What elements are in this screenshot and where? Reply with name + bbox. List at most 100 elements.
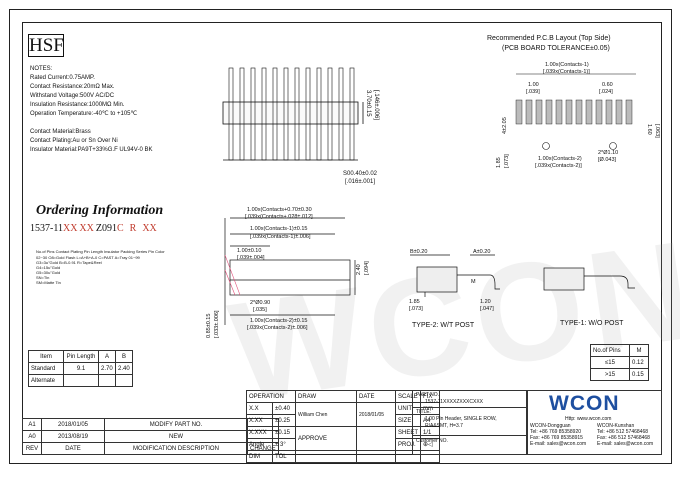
office-name: WCON-Dongguan bbox=[530, 423, 571, 429]
revision-table: A1 2018/01/05 MODIFY PART NO. A0 2013/08… bbox=[22, 418, 279, 455]
dim-label: [.073] bbox=[504, 154, 510, 168]
dim-label: [.035] bbox=[253, 307, 267, 313]
note-line: Withstand Voltage:500V AC/DC bbox=[30, 93, 115, 99]
pcb-subtitle: (PCB BOARD TOLERANCE±0.05) bbox=[502, 45, 610, 52]
part-title-block: PART NO. 1537-11XXXXZXXXCXXX TITLE: 1.00… bbox=[412, 390, 528, 455]
dim-label: [.039x(Contacts+.028±.012] bbox=[245, 214, 313, 220]
table-cell bbox=[63, 374, 99, 387]
note-line: Insulation Resistance:1000MΩ Min. bbox=[30, 102, 125, 108]
material-line: Contact Material:Brass bbox=[30, 129, 91, 135]
table-header: A bbox=[98, 350, 116, 363]
company-logo: WCON bbox=[549, 392, 620, 415]
dim-label: [.039x(Contacts-1)±.006] bbox=[250, 234, 311, 240]
legend-line: G5=30u"Gold bbox=[36, 270, 61, 275]
title-block-left: OPERATION DRAW DATE SCALE FIX X.X ±0.40 … bbox=[245, 390, 441, 463]
part-no: 1537-11XXXXZXXXCXXX bbox=[425, 399, 483, 405]
title-line: R/A&SMT, H=3.7 bbox=[425, 423, 463, 429]
table-row: >15 0.15 bbox=[590, 368, 649, 381]
table-header: No.of Pins bbox=[590, 344, 630, 357]
rev-date: 2013/08/19 bbox=[41, 430, 105, 443]
table-cell: ≤15 bbox=[590, 356, 630, 369]
tb-label: DATE bbox=[356, 390, 396, 403]
tb-value: 2018/01/05 bbox=[356, 402, 396, 427]
type1-label: TYPE-1: W/O POST bbox=[560, 320, 624, 327]
tb-value: William Chen bbox=[295, 402, 357, 427]
pcb-pad bbox=[545, 99, 553, 125]
dim-label: [.016±.001] bbox=[345, 179, 375, 185]
pcb-pad bbox=[555, 99, 563, 125]
type2-side-view: B±0.20 A±0.20 M 1.85 [.073] 1.20 [.047] bbox=[409, 249, 500, 312]
legend-line: SM=Matte Tin bbox=[36, 280, 61, 285]
part-no-label: PART NO. bbox=[416, 392, 440, 398]
table-header: MODIFICATION DESCRIPTION bbox=[104, 442, 248, 455]
company-url: Http: www.wcon.com bbox=[565, 416, 612, 422]
table-cell: Alternate bbox=[28, 374, 64, 387]
dim-label: [.094] bbox=[364, 261, 370, 275]
table-cell: 2.40 bbox=[115, 362, 133, 375]
tb-cell: Angle bbox=[245, 438, 274, 451]
note-line: Operation Temperature:-40℃ to +105℃ bbox=[30, 111, 138, 117]
table-cell bbox=[115, 374, 133, 387]
pcb-pad bbox=[565, 99, 573, 125]
pcb-title: Recommended P.C.B Layout (Top Side) bbox=[487, 35, 611, 42]
pcb-pad bbox=[525, 99, 533, 125]
note-line: Contact Resistance:20mΩ Max. bbox=[30, 84, 115, 90]
code-group: XX bbox=[79, 223, 94, 234]
table-header-row: Item Pin Length A B bbox=[28, 350, 133, 363]
legend-line: G3=3u"Gold B=B-0.91 R=Tape&Reel bbox=[36, 260, 102, 265]
dim-label: [.073] bbox=[409, 306, 423, 312]
code-prefix: 1537-11 bbox=[30, 223, 63, 234]
table-header: Pin Length bbox=[63, 350, 99, 363]
tb-label: DRAW bbox=[295, 390, 357, 403]
office-tel: Tel: +86 769 85358920 bbox=[530, 429, 582, 435]
dim-label: 2.40 bbox=[356, 264, 362, 275]
tb-value: mm bbox=[420, 402, 441, 415]
rev-desc: NEW bbox=[104, 430, 248, 443]
office-fax: Fax: +86 512 57468468 bbox=[597, 435, 650, 441]
pcb-layout-drawing: 1.00x(Contacts-1) [.039x(Contacts-1)] 1.… bbox=[496, 62, 660, 169]
note-line: Rated Current:0.75AMP. bbox=[30, 75, 95, 81]
dim-label: 1.00x(Contacts-2) bbox=[538, 156, 582, 162]
dim-label: 2*Ø1.10 bbox=[598, 150, 618, 156]
dim-label: 0.60 bbox=[602, 82, 613, 88]
table-header: DATE bbox=[41, 442, 105, 455]
legend-line: No.of Pins Contact Plating Pin Length In… bbox=[36, 249, 165, 254]
dim-label: 1.85 bbox=[409, 299, 420, 305]
table-header: M bbox=[629, 344, 649, 357]
tb-label: APPROVE bbox=[295, 426, 357, 451]
rev-desc: MODIFY PART NO. bbox=[104, 418, 248, 431]
office-email: E-mail: sales@wcon.com bbox=[597, 441, 654, 447]
table-cell: 2.70 bbox=[98, 362, 116, 375]
table-cell: 0.12 bbox=[629, 356, 649, 369]
legend-line: 02~30 O8=Gold Flash L=A+B+A-0 C=PAST A=T… bbox=[36, 255, 140, 260]
pin-length-table: Item Pin Length A B Standard 9.1 2.70 2.… bbox=[28, 350, 133, 387]
pcb-pad bbox=[615, 99, 623, 125]
dim-label: S00.40±0.02 bbox=[343, 171, 378, 177]
table-header: B bbox=[115, 350, 133, 363]
dim-label: [.063] bbox=[654, 124, 660, 138]
table-row: A1 2018/01/05 MODIFY PART NO. bbox=[22, 418, 279, 431]
tb-cell: ± 3° bbox=[272, 438, 296, 451]
top-view-drawing: 3.70±0.15 [.146±.006] S00.40±0.02 [.016±… bbox=[222, 67, 379, 185]
table-cell bbox=[98, 374, 116, 387]
table-header-row: REV DATE MODIFICATION DESCRIPTION CHANGE bbox=[22, 442, 279, 455]
tb-label: OPERATION bbox=[246, 390, 296, 403]
dim-label: [.024] bbox=[599, 89, 613, 95]
table-row: Alternate bbox=[28, 374, 133, 387]
dim-label: 1.00±0.10 bbox=[237, 248, 261, 254]
dim-label: 1.60 bbox=[646, 124, 652, 135]
type2-label: TYPE-2: W/T POST bbox=[412, 322, 475, 329]
tb-cell: ±0.40 bbox=[272, 402, 296, 415]
table-cell: >15 bbox=[590, 368, 630, 381]
hsf-logo: HSF bbox=[28, 34, 64, 57]
dim-label: [.033±.006] bbox=[214, 310, 220, 338]
dim-label: 1.00x(Contacts+0.70±0.30 bbox=[247, 207, 312, 213]
tb-cell: X.XXX bbox=[245, 426, 274, 439]
table-header: REV bbox=[22, 442, 42, 455]
dim-label: B±0.20 bbox=[410, 249, 427, 255]
table-cell: 9.1 bbox=[63, 362, 99, 375]
rev-date: 2018/01/05 bbox=[41, 418, 105, 431]
legend-line: G4=15u"Gold bbox=[36, 265, 61, 270]
code-group: 091 bbox=[101, 223, 117, 234]
dim-label: [.039] bbox=[526, 89, 540, 95]
